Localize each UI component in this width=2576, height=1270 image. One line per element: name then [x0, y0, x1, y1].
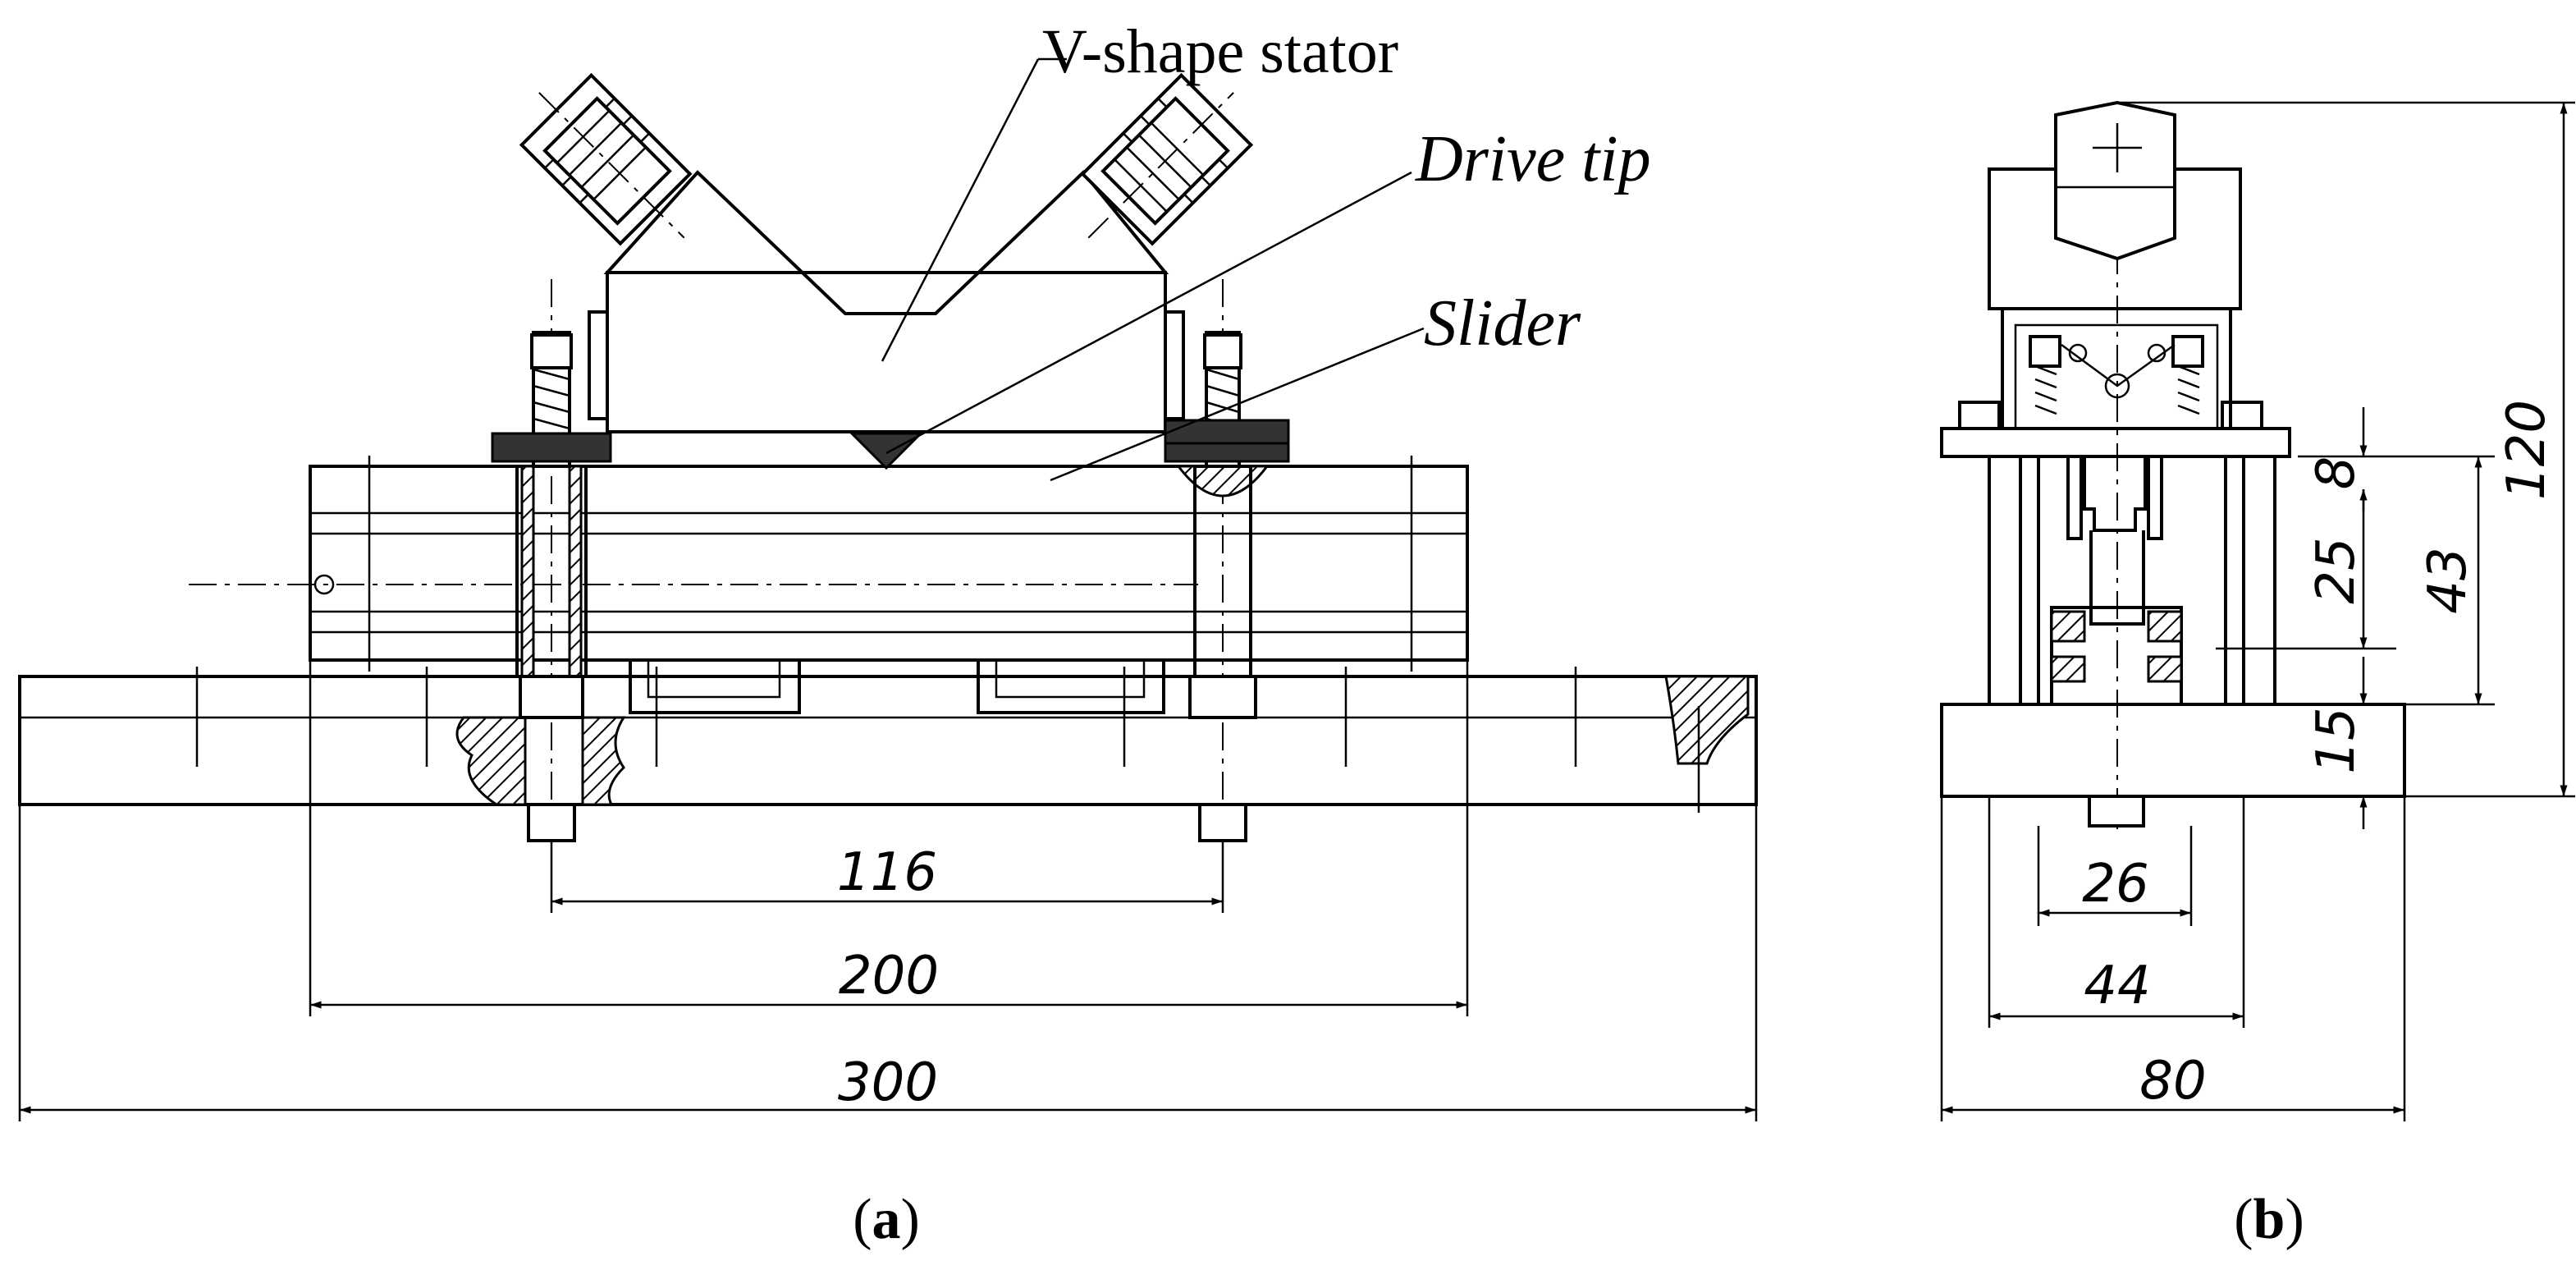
slider-label: Slider: [1424, 287, 1581, 360]
v-shape-stator-label: V-shape stator: [1042, 17, 1398, 86]
dimensions-front: [18, 660, 1758, 1121]
hex-bolt-head: [2054, 100, 2176, 261]
dim-200: 200: [839, 946, 939, 1006]
guide-blocks: [629, 658, 1165, 714]
right-bolt-assembly: [1164, 279, 1290, 842]
dim-25: 25: [2306, 537, 2367, 603]
front-view: V-shape stator Drive tip Slider 116 200 …: [18, 17, 1758, 1121]
dim-44: 44: [2084, 956, 2150, 1016]
caption-a: (a): [853, 1188, 920, 1251]
dim-43: 43: [2418, 547, 2478, 613]
dim-116: 116: [837, 842, 937, 903]
leader-lines: [881, 57, 1425, 482]
dim-15: 15: [2306, 707, 2367, 773]
dim-80: 80: [2139, 1051, 2206, 1112]
dim-26: 26: [2082, 854, 2148, 915]
dim-120: 120: [2496, 400, 2557, 500]
caption-b: (b): [2234, 1188, 2304, 1251]
side-view: 120 8 25 43 15 26 44 80: [1940, 100, 2575, 1121]
base-plate: [18, 667, 1758, 813]
dimensions-side: [1940, 101, 2575, 1121]
slider-body: [189, 456, 1469, 672]
dim-8: 8: [2306, 456, 2367, 490]
v-shape-stator: [519, 72, 1254, 470]
left-bolt-assembly: [491, 279, 612, 842]
drive-tip-wedge: [849, 432, 924, 470]
drive-tip-label: Drive tip: [1415, 123, 1651, 195]
dim-300: 300: [838, 1052, 938, 1113]
